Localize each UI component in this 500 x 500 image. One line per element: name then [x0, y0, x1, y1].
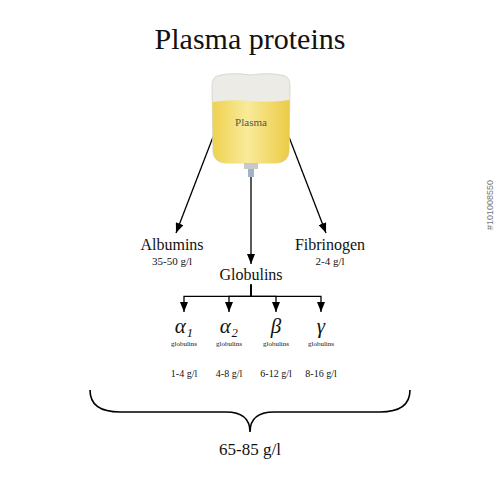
- globulin-symbol: β: [260, 314, 291, 338]
- globulin-word: globulins: [305, 340, 336, 348]
- globulin-symbol: γ: [305, 314, 336, 338]
- plasma-bag: Plasma: [211, 72, 291, 177]
- globulin-symbol: α₂: [216, 314, 242, 338]
- concentration: 35-50 g/l: [140, 255, 203, 268]
- globulin-symbol: α₁: [171, 314, 197, 338]
- bag-port: [244, 163, 258, 169]
- protein-group: α₂ globulins 4-8 g/l: [216, 314, 242, 380]
- arrow-connector: [184, 284, 251, 312]
- protein-group: Albumins35-50 g/l: [140, 236, 203, 268]
- curly-brace: [90, 390, 410, 432]
- fraction-name: Fibrinogen: [295, 236, 365, 254]
- arrow-connector: [251, 284, 276, 312]
- protein-group: β globulins 6-12 g/l: [260, 314, 291, 380]
- globulin-word: globulins: [260, 340, 291, 348]
- protein-group: Fibrinogen2-4 g/l: [295, 236, 365, 268]
- arrow-connector: [176, 137, 213, 233]
- globulin-word: globulins: [171, 340, 197, 348]
- concentration: 2-4 g/l: [295, 255, 365, 268]
- arrow-connector: [251, 284, 321, 312]
- stock-id-watermark: #101008550: [485, 155, 495, 255]
- protein-group: α₁ globulins 1-4 g/l: [171, 314, 197, 380]
- concentration: 1-4 g/l: [171, 368, 197, 380]
- concentration: 6-12 g/l: [260, 368, 291, 380]
- protein-group: Globulins: [219, 266, 282, 284]
- globulin-word: globulins: [216, 340, 242, 348]
- fraction-name: Globulins: [219, 266, 282, 284]
- concentration: 4-8 g/l: [216, 368, 242, 380]
- total-concentration: 65-85 g/l: [0, 440, 500, 460]
- arrow-connector: [289, 137, 326, 233]
- protein-group: γ globulins 8-16 g/l: [305, 314, 336, 380]
- bag-outline: [212, 74, 290, 163]
- diagram-title: Plasma proteins: [0, 22, 500, 56]
- fraction-name: Albumins: [140, 236, 203, 254]
- bag-label: Plasma: [211, 116, 291, 129]
- arrow-connector: [229, 284, 251, 312]
- arrow-connector: [250, 177, 251, 264]
- concentration: 8-16 g/l: [305, 368, 336, 380]
- bag-tube: [248, 169, 254, 177]
- plasma-liquid: [213, 100, 290, 163]
